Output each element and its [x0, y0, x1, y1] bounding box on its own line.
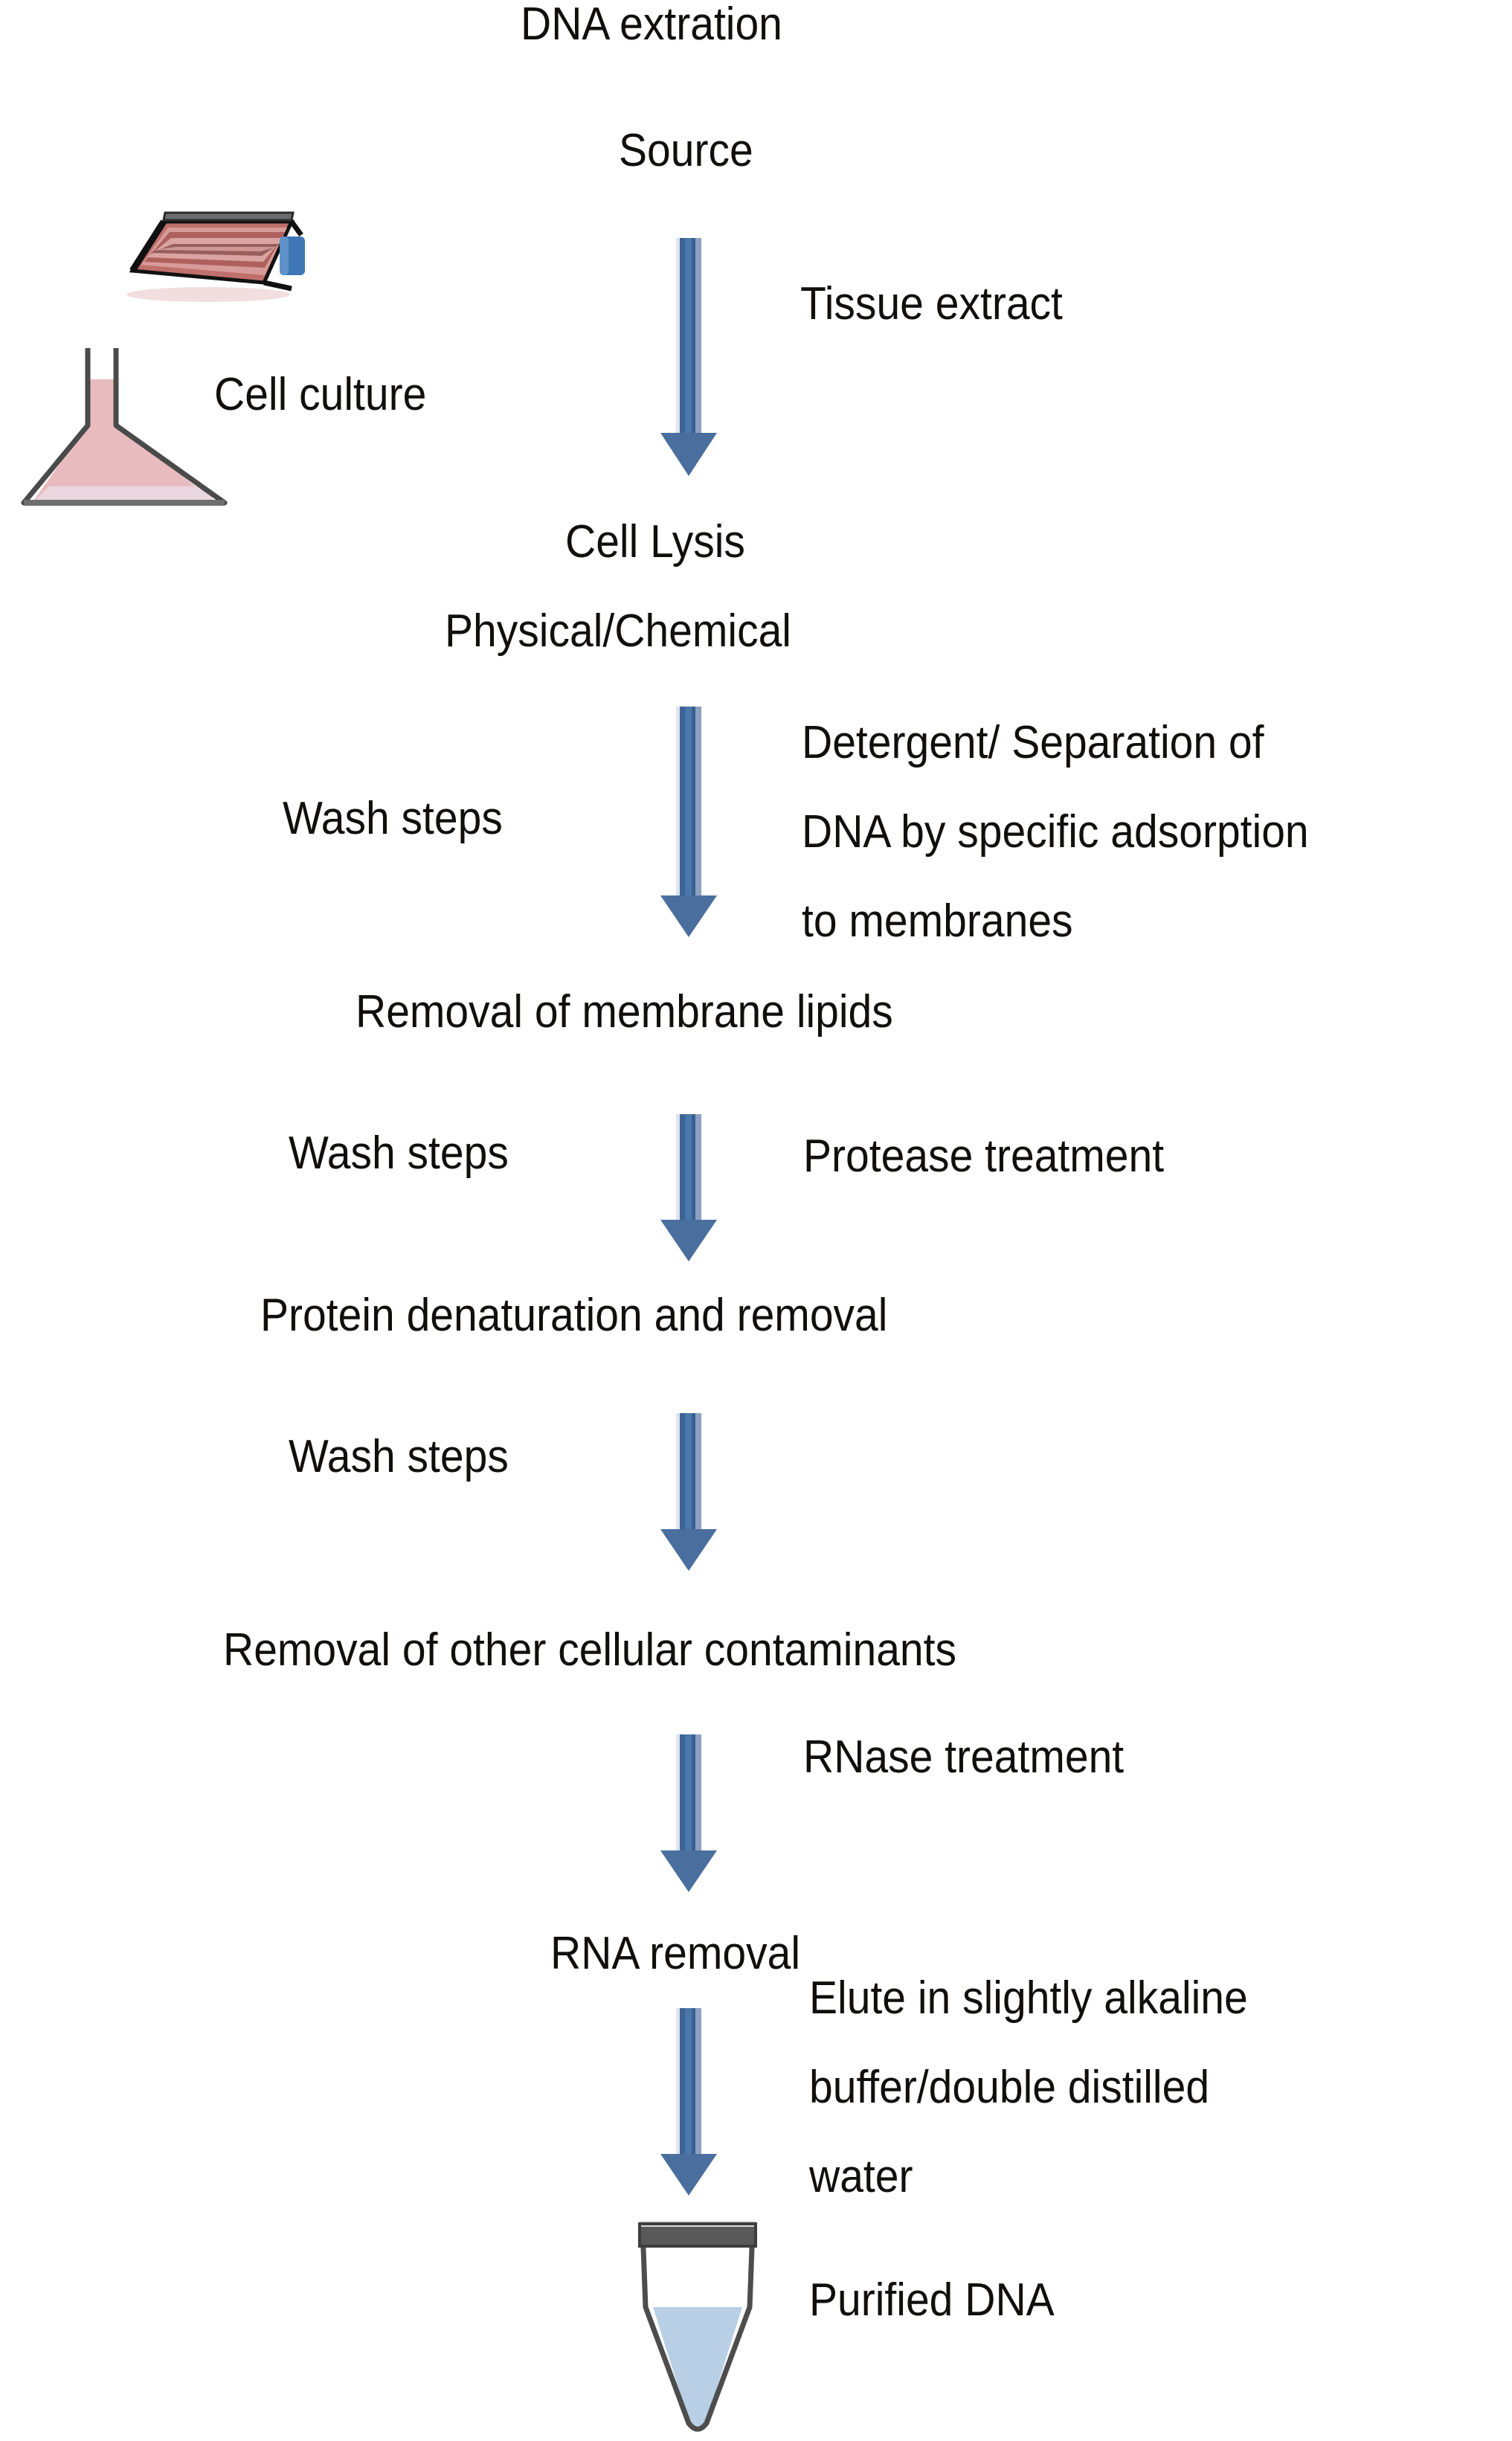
right-label-purified-dna: Purified DNA — [809, 2274, 1055, 2326]
erlenmeyer-flask-icon — [4, 327, 250, 521]
down-arrow-icon-source-to-lysis — [659, 238, 718, 476]
right-label-detergent-line1: Detergent/ Separation of — [802, 717, 1264, 768]
down-arrow-icon-contaminants-to-rna — [659, 1734, 718, 1892]
step-label-source: Source — [619, 125, 753, 176]
step-label-removal-membrane-lipids: Removal of membrane lipids — [356, 986, 893, 1038]
right-label-elute-line3: water — [809, 2151, 913, 2202]
right-label-protease-treatment: Protease treatment — [803, 1131, 1165, 1182]
right-label-detergent-line2: DNA by specific adsorption — [802, 806, 1309, 858]
left-label-wash-steps-3: Wash steps — [289, 1431, 509, 1482]
down-arrow-icon-lysis-to-lipids — [659, 707, 718, 937]
cell-culture-flask-icon — [119, 199, 305, 303]
diagram-title: DNA extration — [521, 0, 782, 50]
left-label-cell-culture: Cell culture — [214, 369, 427, 420]
eppendorf-tube-icon — [623, 2218, 772, 2441]
step-label-rna-removal: RNA removal — [550, 1928, 801, 1979]
step-label-physical-chemical: Physical/Chemical — [445, 605, 791, 657]
down-arrow-icon-rna-to-tube — [659, 2008, 718, 2196]
left-label-wash-steps-1: Wash steps — [283, 793, 503, 844]
down-arrow-icon-protein-to-contaminants — [659, 1413, 718, 1571]
right-label-rnase-treatment: RNase treatment — [803, 1731, 1125, 1783]
step-label-protein-denaturation: Protein denaturation and removal — [260, 1290, 888, 1341]
step-label-removal-contaminants: Removal of other cellular contaminants — [223, 1624, 957, 1676]
right-label-elute-line1: Elute in slightly alkaline — [809, 1972, 1248, 2024]
right-label-elute-line2: buffer/double distilled — [809, 2062, 1210, 2113]
step-label-cell-lysis: Cell Lysis — [565, 516, 745, 567]
down-arrow-icon-lipids-to-protein — [659, 1114, 718, 1261]
left-label-wash-steps-2: Wash steps — [289, 1128, 509, 1179]
right-label-tissue-extract: Tissue extract — [800, 278, 1063, 329]
right-label-detergent-line3: to membranes — [802, 895, 1073, 947]
